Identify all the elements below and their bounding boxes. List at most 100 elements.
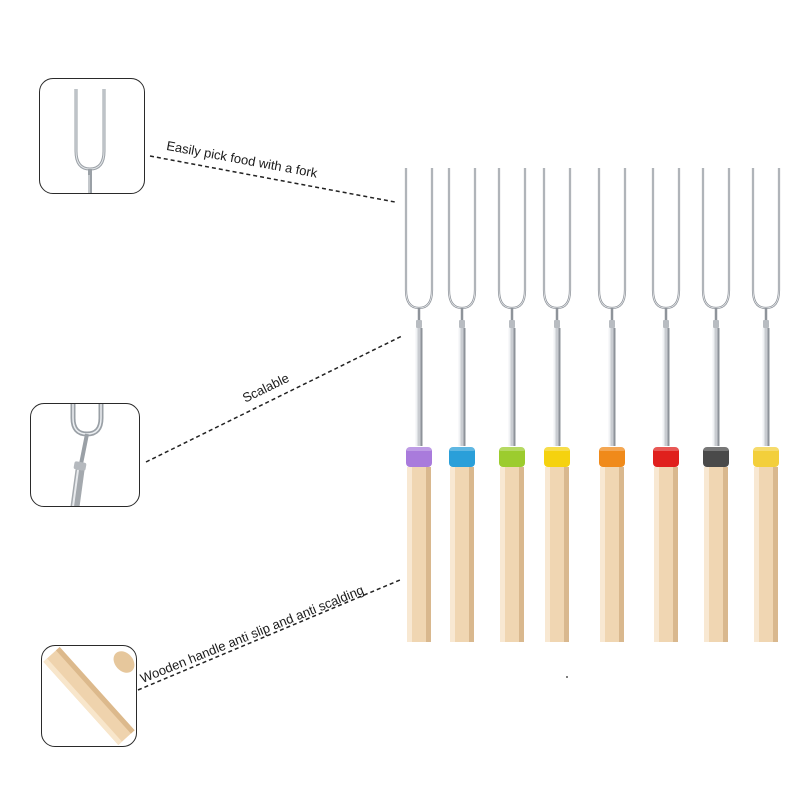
handle-highlight <box>600 467 605 642</box>
wooden-handle-icon <box>43 647 135 745</box>
telescopic-tube <box>762 328 770 446</box>
collar-highlight <box>449 447 475 451</box>
silicone-collar <box>544 447 570 467</box>
tube-highlight <box>712 328 715 446</box>
fork-highlight <box>543 168 571 309</box>
tube-highlight <box>762 328 765 446</box>
tube-shadow <box>717 328 720 446</box>
tube-shadow <box>613 328 616 446</box>
collar-highlight <box>703 447 729 451</box>
callout-leader-lines <box>137 155 403 691</box>
tube-highlight <box>508 328 511 446</box>
tube-highlight <box>415 328 418 446</box>
fork-highlight <box>498 168 526 309</box>
handle-shadow <box>426 467 431 642</box>
scalable-leader-line <box>145 335 403 463</box>
silicone-collar <box>499 447 525 467</box>
collar-highlight <box>653 447 679 451</box>
tube-highlight <box>608 328 611 446</box>
skewer-green <box>497 168 527 642</box>
skewer-orange <box>597 168 627 642</box>
rod-joint <box>713 320 719 328</box>
rod-joint <box>663 320 669 328</box>
tube-shadow <box>513 328 516 446</box>
skewer-yellow <box>542 168 572 642</box>
skewer-red <box>651 168 681 642</box>
telescopic-tube <box>553 328 561 446</box>
telescopic-tube <box>415 328 423 446</box>
handle-shadow <box>673 467 678 642</box>
handle-shadow <box>564 467 569 642</box>
rod-joint <box>554 320 560 328</box>
fork-prongs <box>651 168 681 310</box>
handle-highlight <box>450 467 455 642</box>
scalable-callout-box <box>30 403 140 507</box>
skewer-set <box>404 168 781 642</box>
tube-shadow <box>420 328 423 446</box>
skewer-dark-gray <box>701 168 731 642</box>
handle-highlight <box>500 467 505 642</box>
fork-prongs <box>542 168 572 310</box>
collar-highlight <box>499 447 525 451</box>
telescopic-rod-icon <box>70 404 104 506</box>
stray-dot <box>566 676 568 678</box>
fork-prongs <box>751 168 781 310</box>
fork-highlight <box>405 168 433 309</box>
silicone-collar <box>406 447 432 467</box>
rod-joint <box>459 320 465 328</box>
fork-highlight <box>448 168 476 309</box>
fork-highlight <box>702 168 730 309</box>
collar-highlight <box>544 447 570 451</box>
handle-shadow <box>519 467 524 642</box>
silicone-collar <box>449 447 475 467</box>
fork-highlight <box>752 168 780 309</box>
tube-highlight <box>553 328 556 446</box>
tube-highlight <box>662 328 665 446</box>
handle-shadow <box>469 467 474 642</box>
handle-highlight <box>654 467 659 642</box>
fork-tip-icon <box>74 89 106 193</box>
tube-shadow <box>463 328 466 446</box>
telescopic-tube <box>662 328 670 446</box>
skewer-light-yellow <box>751 168 781 642</box>
silicone-collar <box>703 447 729 467</box>
rod-joint <box>609 320 615 328</box>
handle-shadow <box>619 467 624 642</box>
tube-shadow <box>558 328 561 446</box>
fork-prongs <box>447 168 477 310</box>
tube-shadow <box>767 328 770 446</box>
fork-highlight <box>598 168 626 309</box>
handle-highlight <box>545 467 550 642</box>
handle-shadow <box>723 467 728 642</box>
silicone-collar <box>753 447 779 467</box>
handle-highlight <box>754 467 759 642</box>
silicone-collar <box>653 447 679 467</box>
fork-callout-box <box>39 78 145 194</box>
fork-prongs <box>497 168 527 310</box>
fork-highlight <box>652 168 680 309</box>
collar-highlight <box>406 447 432 451</box>
handle-highlight <box>704 467 709 642</box>
collar-highlight <box>599 447 625 451</box>
telescopic-tube <box>508 328 516 446</box>
fork-prongs <box>597 168 627 310</box>
handle-highlight <box>407 467 412 642</box>
rod-joint <box>763 320 769 328</box>
handle-callout-box <box>41 645 137 747</box>
handle-shadow <box>773 467 778 642</box>
handle-leader-line <box>137 579 401 691</box>
rod-joint <box>416 320 422 328</box>
tube-highlight <box>458 328 461 446</box>
skewer-blue <box>447 168 477 642</box>
tube-shadow <box>667 328 670 446</box>
telescopic-tube <box>712 328 720 446</box>
telescopic-tube <box>458 328 466 446</box>
telescopic-tube <box>608 328 616 446</box>
skewer-purple <box>404 168 434 642</box>
fork-prongs <box>404 168 434 310</box>
silicone-collar <box>599 447 625 467</box>
fork-prongs <box>701 168 731 310</box>
rod-joint <box>509 320 515 328</box>
